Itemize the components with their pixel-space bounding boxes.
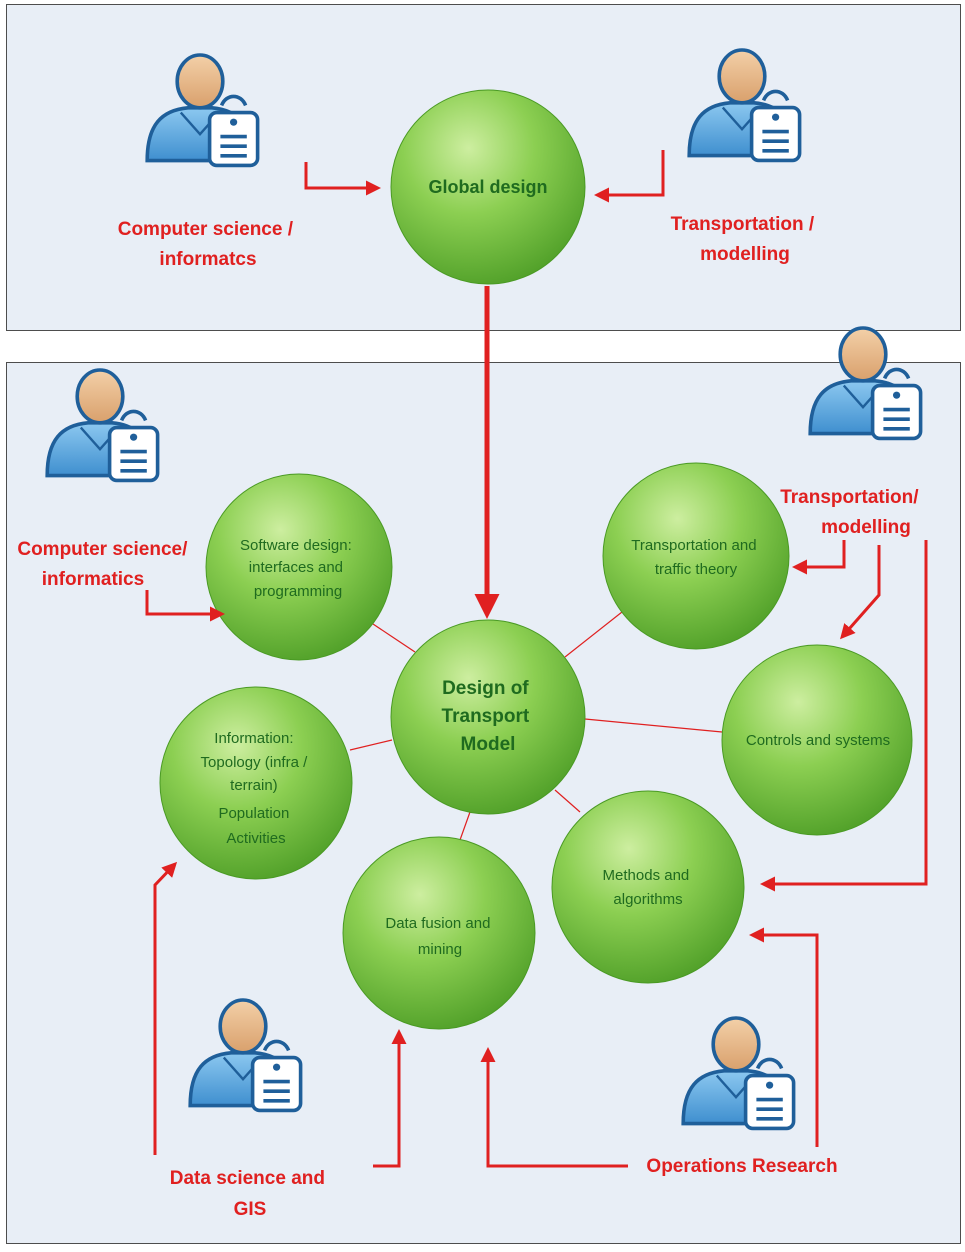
global-design-label: Global design — [428, 177, 547, 197]
connector-traffic — [564, 611, 623, 658]
arrow-or-to-data-fusion — [480, 1047, 628, 1168]
controls-systems-circle — [721, 644, 913, 836]
arrow-ds-to-data-fusion — [373, 1029, 407, 1168]
connector-data-fusion — [459, 811, 471, 841]
controls-systems-label: Controls and systems — [746, 732, 890, 749]
cs-bottom-label: Computer science/ informatics — [17, 539, 192, 590]
person-with-document-icon — [145, 53, 260, 168]
arrow-cs-to-global — [304, 162, 381, 196]
person-with-document-icon — [808, 326, 923, 441]
arrow-transport-to-global — [594, 150, 665, 203]
transport-bottom-label: Transportation/ modelling — [780, 487, 924, 538]
transport-top-label: Transportation / modelling — [671, 214, 820, 265]
or-label: Operations Research — [646, 1156, 837, 1177]
cs-top-label: Computer science / informatcs — [118, 219, 299, 270]
arrow-ds-to-information — [153, 861, 178, 1155]
person-with-document-icon — [45, 368, 160, 483]
traffic-theory-label: Transportation and traffic theory — [631, 537, 761, 578]
connector-software — [369, 621, 416, 653]
information-label: Information: Topology (infra / terrain) … — [201, 730, 312, 847]
software-design-circle — [205, 473, 393, 661]
data-fusion-label: Data fusion and mining — [385, 915, 494, 958]
arrow-transport-to-traffic — [792, 540, 846, 575]
information-circle — [159, 686, 353, 880]
connector-methods — [554, 789, 581, 813]
arrows — [145, 150, 928, 1168]
ds-label: Data science and GIS — [170, 1168, 331, 1220]
arrow-transport-to-methods — [760, 540, 928, 892]
traffic-theory-circle — [602, 462, 790, 650]
person-with-document-icon — [188, 998, 303, 1113]
design-transport-model-label: Design of Transport Model — [442, 678, 535, 755]
methods-circle — [551, 790, 745, 984]
software-design-label: Software design: interfaces and programm… — [240, 537, 356, 600]
connector-controls — [584, 718, 723, 733]
data-fusion-circle — [342, 836, 536, 1030]
arrow-transport-to-controls — [840, 545, 881, 640]
connectors — [349, 611, 723, 841]
global-design-circle — [390, 89, 586, 285]
person-with-document-icon — [687, 48, 802, 163]
methods-label: Methods and algorithms — [603, 867, 694, 908]
arrow-cs-to-software — [145, 590, 225, 622]
arrow-or-to-methods — [749, 927, 819, 1147]
design-transport-model-circle — [390, 619, 586, 815]
person-with-document-icon — [681, 1016, 796, 1131]
connector-information — [349, 739, 393, 751]
